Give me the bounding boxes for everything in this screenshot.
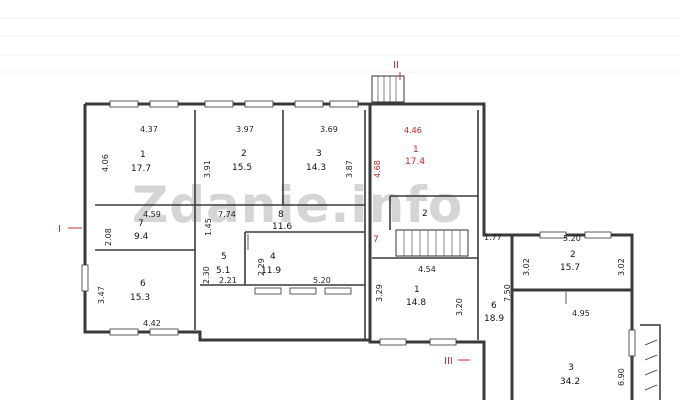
room-3-number: 3 — [316, 149, 322, 159]
room-right-bottom-1-width: 4.54 — [418, 265, 436, 274]
section-mark-left: I — [58, 224, 61, 235]
room-right-bottom-1: 4.54 1 14.8 3.29 3.20 — [375, 265, 464, 316]
room-right-bottom-1-area: 14.8 — [406, 298, 426, 308]
room-east-6-number: 6 — [491, 301, 497, 311]
room-2-height: 3.91 — [203, 160, 212, 178]
section-mark-top: II — [393, 60, 399, 71]
room-5: 5 5.1 2.30 2.21 — [202, 252, 237, 285]
room-4-width: 5.20 — [313, 276, 331, 285]
room-4: 4 11.9 2.29 5.20 — [257, 252, 331, 285]
background-noise — [0, 17, 680, 73]
room-7-number: 7 — [138, 219, 144, 229]
room-4-number: 4 — [270, 252, 276, 262]
porch-top — [371, 75, 405, 103]
room-8-height: 1.45 — [204, 218, 213, 236]
room-right-1: 4.46 1 17.4 4.68 — [373, 126, 425, 178]
room-right-1-area: 17.4 — [405, 157, 425, 167]
room-east-2-width: 5.20 — [563, 234, 581, 243]
room-right-2: 2 — [422, 209, 428, 219]
room-right-1-height: 4.68 — [373, 160, 382, 178]
room-5-area: 5.1 — [216, 266, 230, 276]
room-east-6-area: 18.9 — [484, 314, 504, 324]
room-east-3: 4.95 3 34.2 6.90 — [560, 309, 626, 387]
room-2-width: 3.97 — [236, 125, 254, 134]
room-east-6-height: 7.50 — [503, 284, 512, 302]
room-1-height: 4.06 — [101, 154, 110, 172]
room-1: 4.37 4.06 1 17.7 — [101, 125, 158, 174]
room-5-height: 2.30 — [202, 266, 211, 284]
room-8-width: 7.74 — [218, 210, 236, 219]
dimension-ticks — [247, 234, 567, 312]
room-2-area: 15.5 — [232, 163, 252, 173]
room-7: 4.59 2.08 7 9.4 — [104, 210, 161, 246]
room-east-2-area: 15.7 — [560, 263, 580, 273]
windows — [81, 100, 636, 357]
room-east-3-area: 34.2 — [560, 377, 580, 387]
room-east-6: 1.77 7.50 6 18.9 — [484, 233, 512, 324]
section-mark-bottom: III — [444, 356, 453, 367]
room-8-number: 8 — [278, 210, 284, 220]
room-7-area: 9.4 — [134, 232, 149, 242]
room-8: 7.74 1.45 8 11.6 — [204, 210, 292, 236]
room-right-1-number: 1 — [413, 145, 419, 155]
room-1-area: 17.7 — [131, 164, 151, 174]
room-east-6-width: 1.77 — [484, 233, 502, 242]
section-marks: II I III — [58, 60, 470, 367]
room-right-7-number: 7 — [373, 235, 379, 245]
room-east-3-height: 6.90 — [617, 368, 626, 386]
room-east-2-height: 3.02 — [522, 258, 531, 276]
room-right-bottom-1-number: 1 — [414, 285, 420, 295]
walls — [83, 102, 634, 400]
room-3: 3.69 3.87 3 14.3 — [306, 125, 354, 178]
room-east-2-height-2: 3.02 — [617, 258, 626, 276]
room-7-height: 2.08 — [104, 228, 113, 246]
room-8-area: 11.6 — [272, 222, 292, 232]
room-right-7: 7 — [373, 235, 379, 245]
room-2: 3.97 3.91 2 15.5 — [203, 125, 254, 178]
room-east-2-number: 2 — [570, 250, 576, 260]
room-right-1-width: 4.46 — [404, 126, 422, 135]
room-4-area: 11.9 — [261, 266, 281, 276]
room-right-bottom-1-height: 3.29 — [375, 284, 384, 302]
room-3-width: 3.69 — [320, 125, 338, 134]
room-1-width: 4.37 — [140, 125, 158, 134]
room-5-width: 2.21 — [219, 276, 237, 285]
room-east-2: 5.20 2 15.7 3.02 3.02 — [522, 234, 626, 276]
room-6-area: 15.3 — [130, 293, 150, 303]
room-2-number: 2 — [241, 149, 247, 159]
room-4-height: 2.29 — [257, 258, 266, 276]
room-6-number: 6 — [140, 279, 146, 289]
room-3-height: 3.87 — [345, 160, 354, 178]
room-6-width: 4.42 — [143, 319, 161, 328]
room-6: 6 15.3 3.47 4.42 — [97, 279, 161, 328]
room-7-width: 4.59 — [143, 210, 161, 219]
room-right-bottom-1-height-2: 3.20 — [455, 298, 464, 316]
room-east-3-width: 4.95 — [572, 309, 590, 318]
room-1-number: 1 — [140, 150, 146, 160]
room-3-area: 14.3 — [306, 163, 326, 173]
stairs — [395, 229, 661, 400]
room-right-2-number: 2 — [422, 209, 428, 219]
room-east-3-number: 3 — [568, 363, 574, 373]
room-5-number: 5 — [221, 252, 227, 262]
room-6-height: 3.47 — [97, 286, 106, 304]
